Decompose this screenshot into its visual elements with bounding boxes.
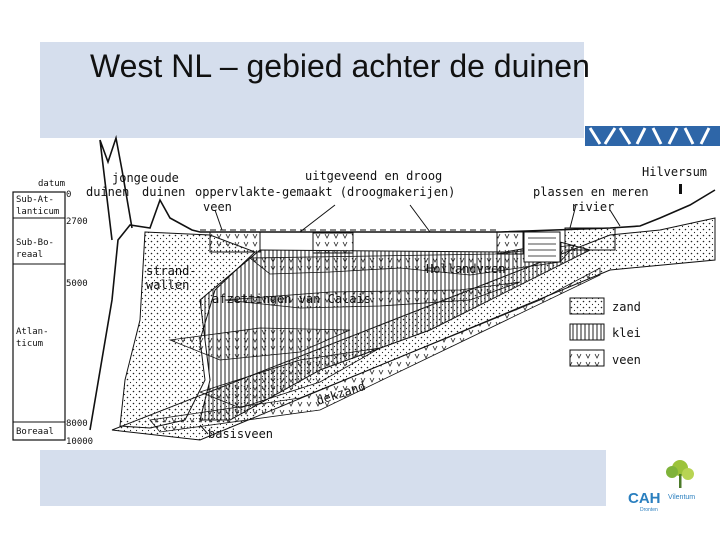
logo-city: Dronten <box>640 507 658 513</box>
period-subboreaal-2: reaal <box>16 250 43 260</box>
legend: zand klei veen <box>569 297 641 367</box>
timeline-column: Sub-At- lanticum Sub-Bo- reaal Atlan- ti… <box>12 179 93 447</box>
label-wallen: wallen <box>146 278 189 292</box>
label-duinen-young: duinen <box>86 185 129 199</box>
year-0: 0 <box>66 190 71 200</box>
period-subboreaal-1: Sub-Bo- <box>16 238 54 248</box>
label-hollandveen: Hollandveen <box>426 262 505 276</box>
label-oppervlakteveen-2: veen <box>203 200 232 214</box>
strata <box>111 217 716 441</box>
year-2700: 2700 <box>66 217 88 227</box>
label-plassen: plassen en meren <box>533 185 649 199</box>
year-8000: 8000 <box>66 419 88 429</box>
period-subatlanticum-2: lanticum <box>16 207 59 217</box>
basisveen-arrow <box>199 424 209 435</box>
period-subatlanticum-1: Sub-At- <box>16 195 54 205</box>
footer-band <box>40 450 606 506</box>
logo-sub: Vilentum <box>668 494 696 501</box>
young-dunes <box>99 134 133 241</box>
hilversum-tower <box>679 184 682 194</box>
label-arrows <box>214 204 621 233</box>
cah-tree-logo <box>666 460 694 488</box>
legend-klei: klei <box>612 326 641 340</box>
label-strand: strand- <box>146 264 197 278</box>
legend-zand: zand <box>612 300 641 314</box>
slide-title: West NL – gebied achter de duinen <box>90 48 590 84</box>
title-band <box>40 42 584 138</box>
label-uitgeveend-1: uitgeveend en droog <box>305 169 442 183</box>
label-hilversum: Hilversum <box>642 165 707 179</box>
year-5000: 5000 <box>66 279 88 289</box>
label-uitgeveend-2: gemaakt (droogmakerijen) <box>282 185 455 199</box>
label-duinen-old: duinen <box>142 185 185 199</box>
label-calais: afzettingen van Calais <box>212 292 371 306</box>
label-rivier: rivier <box>571 200 614 214</box>
label-basisveen: basisveen <box>208 427 273 441</box>
period-atlanticum-2: ticum <box>16 339 43 349</box>
label-oude: oude <box>150 171 179 185</box>
label-oppervlakteveen-1: oppervlakte- <box>195 185 282 199</box>
period-boreaal: Boreaal <box>16 427 54 437</box>
period-atlanticum-1: Atlan- <box>16 327 49 337</box>
dune-profile <box>89 189 716 431</box>
label-jonge: jonge <box>112 171 148 185</box>
year-10000: 10000 <box>66 437 93 447</box>
year-datum: datum <box>38 179 65 189</box>
legend-veen: veen <box>612 353 641 367</box>
logo-brand: CAH <box>628 490 661 507</box>
corner-pattern <box>585 126 720 146</box>
